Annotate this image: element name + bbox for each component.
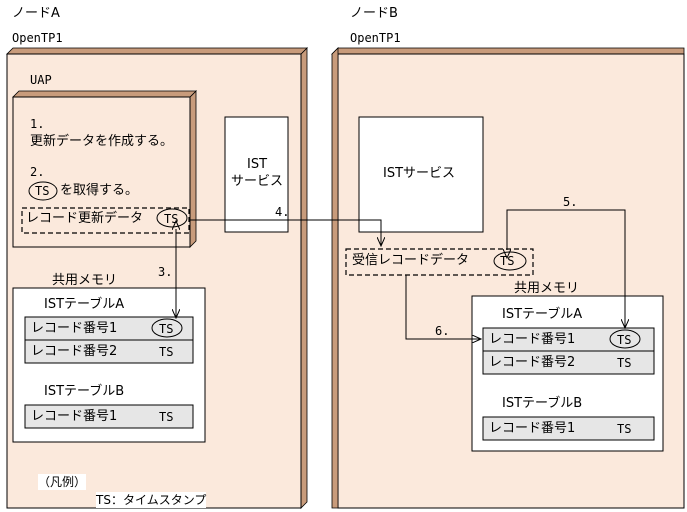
node-b-ist-service-box xyxy=(358,116,484,233)
step2-text: を取得する。 xyxy=(60,183,139,198)
uap-box xyxy=(12,90,197,248)
node-b-table-b-row1-label: レコード番号1 xyxy=(489,421,576,436)
ts-ellipse-step2 xyxy=(28,181,58,201)
node-b-table-a-row1-ts: TS xyxy=(617,333,632,347)
step2-number: 2. xyxy=(30,165,45,179)
node-a-product: OpenTP1 xyxy=(12,31,63,45)
node-a-table-b-row1-ts: TS xyxy=(159,410,174,424)
step1-text: 更新データを作成する。 xyxy=(30,134,174,149)
node-b-product: OpenTP1 xyxy=(350,31,401,45)
node-a-table-b-row1 xyxy=(24,404,194,429)
node-a-table-a-name: ISTテーブルA xyxy=(44,297,125,312)
node-a-title: ノードA xyxy=(12,6,60,21)
node-a-shared-memory-label: 共用メモリ xyxy=(52,273,118,288)
node-a-ist-service-box xyxy=(224,116,289,233)
node-b-table-a-row2 xyxy=(482,350,655,375)
node-b-shared-memory-label: 共用メモリ xyxy=(514,281,580,296)
arrow-step6 xyxy=(405,275,481,339)
step1-number: 1. xyxy=(30,117,45,131)
arrow-step4 xyxy=(189,219,381,246)
node-b-table-b-row1 xyxy=(482,416,655,441)
node-a-ist-service-line2: サービス xyxy=(231,174,284,189)
node-a-ist-service-line1: IST xyxy=(247,157,268,172)
received-record-data-label: 受信レコードデータ xyxy=(352,253,470,268)
received-ts: TS xyxy=(500,254,515,268)
node-b-table-a-row2-ts: TS xyxy=(617,356,632,370)
update-data-ts: TS xyxy=(164,212,179,226)
node-b-title: ノードB xyxy=(350,6,398,21)
node-b-table-b-row1-ts: TS xyxy=(617,422,632,436)
node-a-table-a-row2-ts: TS xyxy=(159,345,174,359)
step3-label: 3. xyxy=(158,265,173,279)
node-a-table-a-row1-label: レコード番号1 xyxy=(31,321,118,336)
node-a-table-b-row1-label: レコード番号1 xyxy=(31,409,118,424)
record-update-data-label: レコード更新データ xyxy=(26,211,144,226)
node-a-table-a-row2-label: レコード番号2 xyxy=(31,344,118,359)
uap-label: UAP xyxy=(30,73,52,87)
step2-ts: TS xyxy=(35,184,50,198)
step4-label: 4. xyxy=(275,205,290,219)
ts-ellipse-node-a-row1 xyxy=(151,318,183,338)
step6-label: 6. xyxy=(435,324,450,338)
node-a-table-a-row1-ts: TS xyxy=(159,322,174,336)
step5-label: 5. xyxy=(563,195,578,209)
legend-entry: TS：タイムスタンプ xyxy=(96,492,207,508)
node-b-table-a-name: ISTテーブルA xyxy=(502,307,583,322)
node-a-table-a-row2 xyxy=(24,339,194,364)
node-b-table-a-row2-label: レコード番号2 xyxy=(489,355,576,370)
node-a-table-b-name: ISTテーブルB xyxy=(44,384,125,399)
node-b-table-b-name: ISTテーブルB xyxy=(502,396,583,411)
legend-title: （凡例） xyxy=(38,474,87,490)
ts-ellipse-node-b-row1 xyxy=(609,329,641,349)
node-b-table-a-row1-label: レコード番号1 xyxy=(489,332,576,347)
node-b-ist-service-label: ISTサービス xyxy=(383,166,456,181)
arrow-step5 xyxy=(507,209,625,328)
